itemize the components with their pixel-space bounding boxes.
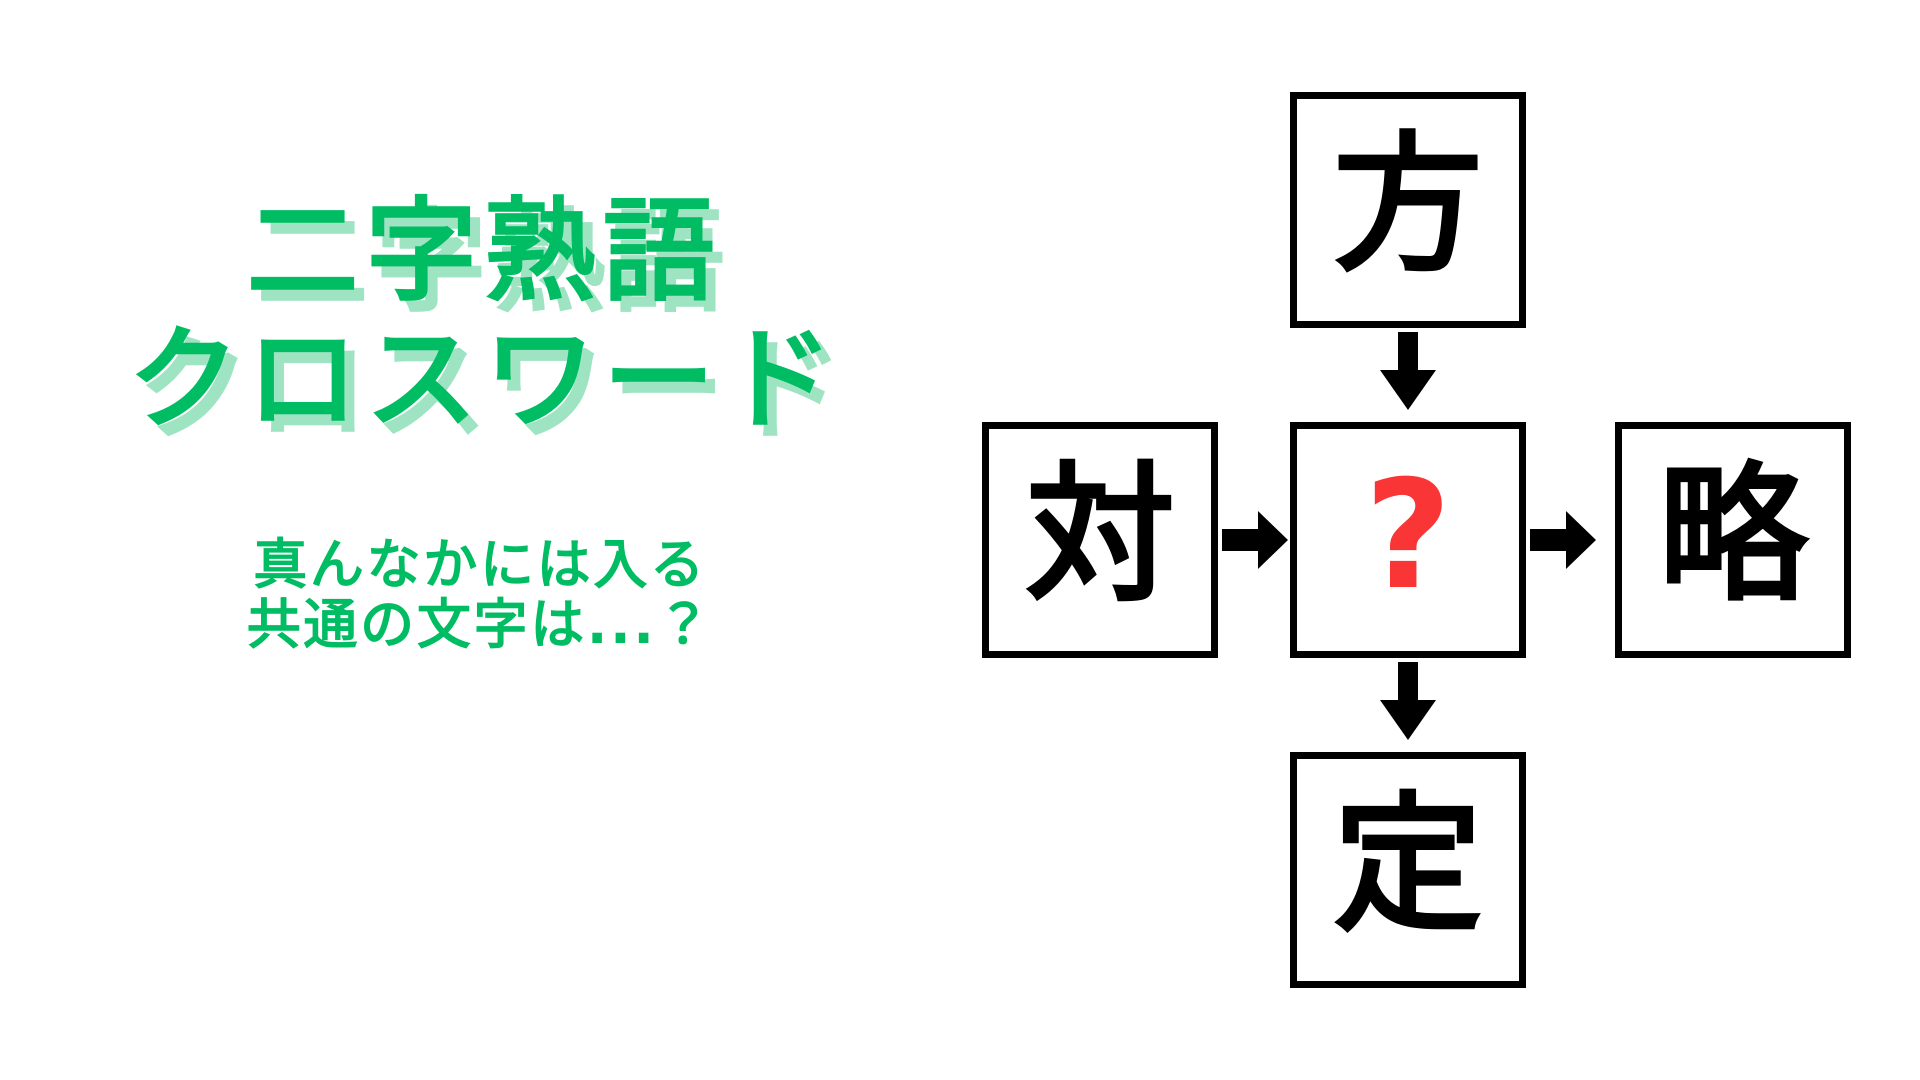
subtitle-block: 真んなかには入る 共通の文字は...？ bbox=[0, 533, 960, 657]
crossword-diagram: 方 対 ? 略 定 bbox=[960, 0, 1920, 1080]
subtitle-line-1: 真んなかには入る bbox=[253, 533, 707, 596]
arrow-right-icon-center-to-right bbox=[1530, 508, 1598, 572]
title-line-1: 二字熟語 bbox=[246, 187, 722, 317]
crossword-cell-left-char: 対 bbox=[1024, 449, 1175, 623]
subtitle-line-2: 共通の文字は...？ bbox=[246, 593, 714, 657]
crossword-cell-top-char: 方 bbox=[1332, 119, 1483, 293]
arrow-right-icon-left-to-center bbox=[1222, 508, 1290, 572]
arrow-down-icon bbox=[1376, 332, 1440, 412]
crossword-cell-top[interactable]: 方 bbox=[1290, 92, 1526, 328]
crossword-cell-bottom-char: 定 bbox=[1332, 779, 1483, 953]
crossword-cell-right[interactable]: 略 bbox=[1615, 422, 1851, 658]
title-line-2: クロスワード bbox=[127, 315, 841, 446]
crossword-cell-center-question-mark: ? bbox=[1364, 449, 1452, 623]
crossword-cell-center[interactable]: ? bbox=[1290, 422, 1526, 658]
crossword-cell-right-char: 略 bbox=[1657, 449, 1808, 623]
arrow-down-icon-center-to-bottom bbox=[1376, 662, 1440, 742]
crossword-cell-bottom[interactable]: 定 bbox=[1290, 752, 1526, 988]
title-block: 二字熟語 クロスワード 真んなかには入る 共通の文字は...？ bbox=[0, 195, 960, 835]
crossword-cell-left[interactable]: 対 bbox=[982, 422, 1218, 658]
